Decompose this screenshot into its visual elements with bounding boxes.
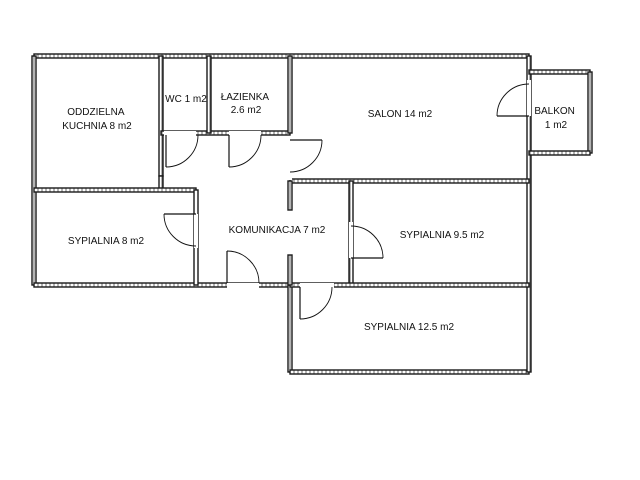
wall-bottom [289, 369, 530, 375]
door-openings [164, 80, 531, 288]
opening-corridor-bottom [227, 283, 259, 288]
wall-kuchnia-bottom [33, 187, 197, 193]
opening-balkon [527, 80, 531, 116]
wall-kuchnia-right [158, 55, 164, 177]
door-sypialnia8-swing [163, 213, 197, 247]
wall-right [526, 55, 532, 373]
door-corridor-swing [226, 250, 260, 284]
room-label-sypialnia-9-5: SYPIALNIA 9.5 m2 [400, 230, 485, 241]
door-lazienka-swing [228, 134, 262, 168]
walls [31, 53, 593, 375]
wall-wc-right [206, 55, 212, 134]
door-wc-swing [165, 134, 199, 168]
wall-salon-bottom [289, 178, 530, 184]
opening-sypialnia125 [300, 283, 334, 288]
room-label-salon: SALON 14 m2 [368, 109, 433, 120]
wall-left-lower [287, 284, 293, 373]
doors [163, 83, 530, 320]
room-label-sypialnia-12-5: SYPIALNIA 12.5 m2 [364, 322, 454, 333]
wall-corridor-stub-2 [287, 254, 293, 286]
opening-sypialnia95 [349, 222, 353, 258]
door-balkon-swing [496, 83, 530, 117]
room-label-lazienka: ŁAZIENKA 2.6 m2 [221, 92, 272, 116]
door-sypialnia95-swing [350, 225, 384, 259]
opening-wc [164, 131, 196, 136]
door-salon-swing [289, 139, 323, 173]
wall-corridor-stub [287, 180, 293, 211]
opening-salon [288, 140, 292, 180]
room-label-balkon: BALKON 1 m2 [534, 106, 577, 131]
opening-lazienka [229, 131, 261, 136]
room-label-wc: WC 1 m2 [165, 94, 207, 105]
room-label-sypialnia-8: SYPIALNIA 8 m2 [68, 236, 145, 247]
door-sypialnia125-swing [299, 286, 333, 320]
wall-top [33, 53, 530, 59]
opening-sypialnia8 [194, 214, 198, 248]
wall-balkon-top [528, 69, 591, 75]
wall-balkon-bottom [528, 150, 591, 156]
room-label-komunikacja: KOMUNIKACJA 7 m2 [229, 225, 326, 236]
wall-lazienka-right [287, 55, 293, 134]
wall-balkon-right [587, 71, 593, 154]
room-label-kuchnia: ODDZIELNA KUCHNIA 8 m2 [62, 107, 132, 132]
wall-left [31, 55, 37, 286]
